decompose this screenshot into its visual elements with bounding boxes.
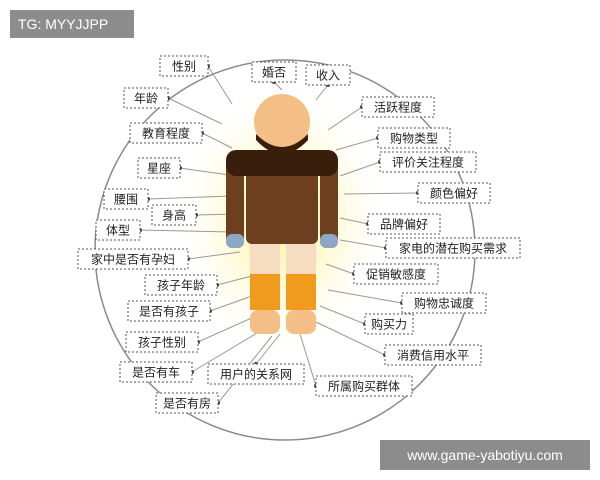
label-box-body-type [95,219,141,241]
label-box-education [129,122,203,144]
figure-right-hand [320,234,338,248]
connector-purchase-type [335,137,379,151]
label-age: 年龄 [134,92,158,106]
label-box-child-gender [125,331,199,353]
connector-credit [315,321,386,356]
figure-head-shadow [256,134,308,154]
connector-child-age [216,275,253,286]
connector-relations [255,333,281,365]
label-box-credit [384,344,482,366]
label-box-appliance-need [385,237,521,259]
connector-promo-sensitivity [325,263,355,275]
label-gender: 性别 [172,60,196,74]
label-child-age: 孩子年龄 [157,279,205,293]
label-income: 收入 [316,69,340,83]
label-has-house: 是否有房 [163,396,211,411]
label-education: 教育程度 [142,126,190,141]
label-box-income [305,64,351,86]
connector-brand-pref [339,217,369,225]
connector-appliance-need [339,239,387,249]
label-has-child: 是否有孩子 [139,305,199,319]
label-credit: 消费信用水平 [397,349,469,363]
connector-loyalty [327,289,403,304]
label-color-pref: 颜色偏好 [430,186,478,201]
label-appliance-need: 家电的潜在购买需求 [399,241,507,256]
connector-group [299,333,317,387]
connector-income [315,84,329,101]
watermark-bottom[interactable]: www.game-yabotiyu.com [380,440,590,470]
figure-left-leg-lower [250,310,280,334]
figure-left-leg-mid [250,274,280,310]
label-box-relations [207,363,305,385]
label-body-type: 体型 [106,224,130,238]
figure-left-arm [226,162,244,248]
connector-review-attention [339,161,381,177]
label-box-brand-pref [367,213,441,235]
label-box-waist [103,188,149,210]
label-box-has-house [155,392,219,414]
label-box-has-car [119,361,193,383]
label-review-attention: 评价关注程度 [392,155,464,170]
label-box-promo-sensitivity [353,263,439,285]
connector-pregnant [187,251,241,260]
figure-left-leg-upper [250,244,280,274]
label-purchasing-power: 购买力 [371,317,407,332]
label-marital: 婚否 [262,66,286,80]
connector-has-child [209,295,253,312]
label-waist: 腰围 [114,193,138,207]
figure-left-hand [226,234,244,248]
label-has-car: 是否有车 [132,365,180,380]
connector-has-car [191,329,263,373]
person-figure [226,94,338,334]
label-box-age [123,87,169,109]
label-box-purchase-type [377,127,451,149]
label-box-height [151,204,197,226]
label-box-color-pref [417,182,491,204]
label-box-child-age [144,274,218,296]
connector-waist [147,195,233,200]
connector-body-type [139,229,233,233]
connector-color-pref [343,192,419,195]
label-box-constellation [137,157,181,179]
label-box-purchasing-power [364,313,414,335]
figure-torso-top [226,150,338,176]
figure-right-leg-lower [286,310,316,334]
connector-gender [207,65,233,105]
label-relations: 用户的关系网 [220,367,292,382]
label-height: 身高 [162,208,186,223]
label-child-gender: 孩子性别 [138,336,186,350]
label-box-group [315,375,413,397]
figure-head [254,94,310,150]
label-loyalty: 购物忠诚度 [414,296,474,311]
label-box-activity [361,96,435,118]
label-box-marital [251,61,297,83]
connector-activity [327,106,363,131]
figure-right-leg-upper [286,244,316,274]
connector-age [167,97,223,125]
label-box-has-child [127,300,211,322]
label-promo-sensitivity: 促销敏感度 [366,267,426,282]
figure-right-arm [320,162,338,248]
label-constellation: 星座 [147,161,171,176]
label-box-loyalty [401,292,487,314]
label-box-review-attention [379,151,477,173]
connector-education [201,132,233,149]
figure-right-leg-mid [286,274,316,310]
label-brand-pref: 品牌偏好 [380,217,428,232]
label-box-pregnant [77,248,189,270]
connector-purchasing-power [319,305,366,325]
label-pregnant: 家中是否有孕妇 [91,252,175,267]
label-activity: 活跃程度 [374,100,422,115]
connector-child-gender [197,315,257,343]
label-group: 所属购买群体 [328,379,400,394]
label-purchase-type: 购物类型 [390,131,438,146]
label-box-gender [159,55,209,77]
watermark-top: TG: MYYJJPP [10,10,134,38]
